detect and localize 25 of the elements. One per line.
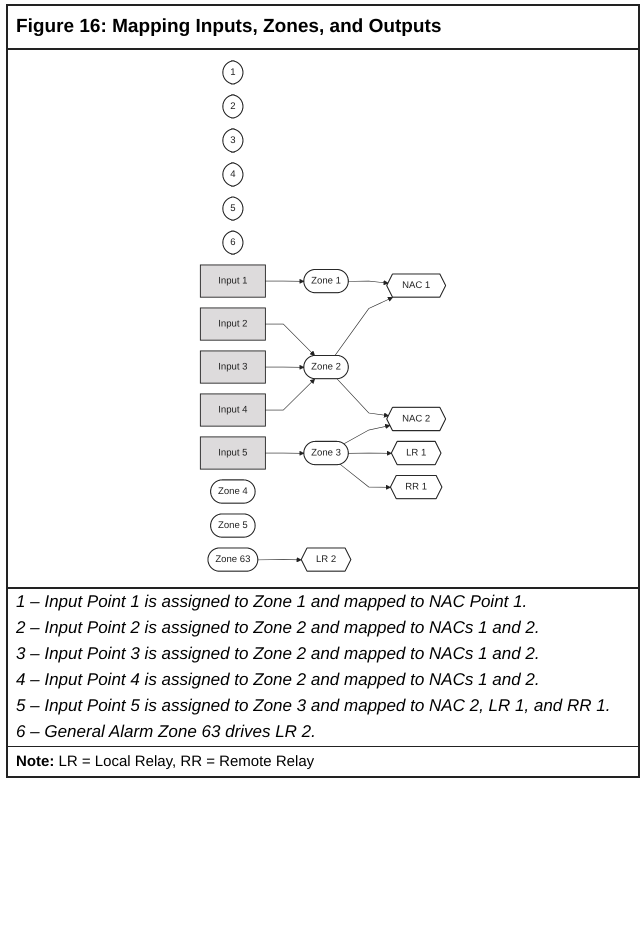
arrow [265, 278, 304, 284]
node-box: Input 5 [200, 436, 266, 470]
arrow [265, 364, 304, 370]
arrow [334, 296, 393, 356]
arrow [348, 280, 389, 286]
node-box: Input 3 [200, 350, 266, 384]
note-text: 2 – Input Point 2 is assigned to Zone 2 and mapped to NACs 1 and 2. [15, 617, 541, 640]
node-box: Input 2 [200, 308, 266, 341]
node-box: Input 4 [200, 393, 266, 427]
note-text: 6 – General Alarm Zone 63 drives LR 2. [15, 721, 317, 744]
arrow [265, 324, 316, 356]
note-text: 4 – Input Point 4 is assigned to Zone 2 and mapped to NACs 1 and 2. [15, 669, 541, 692]
arrow [336, 378, 389, 418]
note-text: 5 – Input Point 5 is assigned to Zone 3 and mapped to NAC 2, LR 1, and RR 1. [15, 695, 612, 718]
arrow [344, 424, 390, 444]
arrow [258, 557, 302, 562]
arrow [340, 464, 391, 490]
note-text: 1 – Input Point 1 is assigned to Zone 1 and mapped to NAC Point 1. [15, 591, 528, 613]
note-text: 3 – Input Point 3 is assigned to Zone 2 and mapped to NACs 1 and 2. [15, 643, 541, 666]
figure-title: Figure 16: Mapping Inputs, Zones, and Outputs [8, 6, 638, 50]
arrow [265, 378, 316, 410]
arrow [348, 450, 392, 456]
node-box: Input 1 [200, 264, 266, 298]
arrow [265, 450, 304, 456]
footnote: Note: LR = Local Relay, RR = Remote Relay [8, 746, 638, 776]
